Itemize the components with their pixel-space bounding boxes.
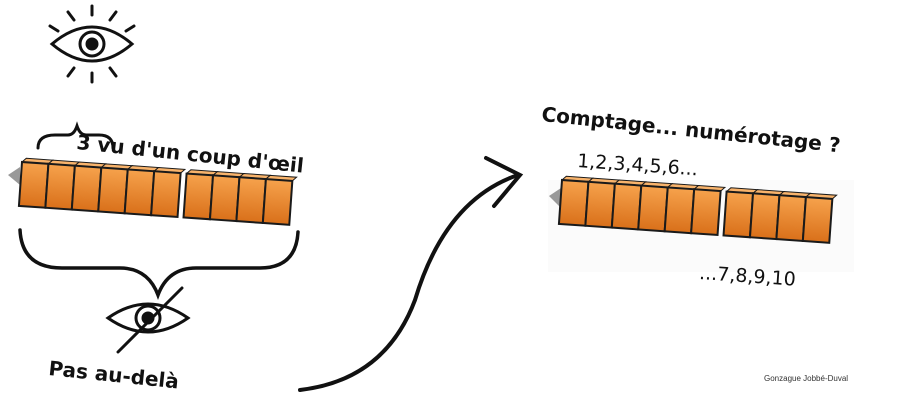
cube [235, 176, 267, 225]
cube [748, 192, 781, 241]
cube [182, 172, 215, 221]
cube [17, 160, 50, 209]
top-brace [36, 121, 115, 150]
cube [123, 168, 156, 217]
eye-icon [48, 4, 136, 84]
cube [801, 195, 834, 244]
cube [584, 180, 616, 229]
cube [97, 166, 129, 215]
cube [44, 162, 76, 211]
cube [261, 177, 294, 226]
transition-arrow [298, 156, 524, 392]
cube [208, 174, 241, 223]
bottom-brace [18, 228, 300, 301]
left-cube-bar [8, 157, 298, 226]
author-credit: Gonzague Jobbé-Duval [764, 374, 849, 383]
cube [610, 182, 643, 231]
cube [722, 190, 755, 239]
cube [690, 188, 722, 237]
cube [557, 178, 590, 227]
eye-crossed-icon [105, 286, 191, 354]
cube [150, 170, 182, 219]
cube [70, 164, 103, 213]
cube [663, 186, 696, 235]
right-cube-bar [548, 175, 854, 272]
cube [775, 194, 807, 243]
cube [637, 184, 669, 233]
